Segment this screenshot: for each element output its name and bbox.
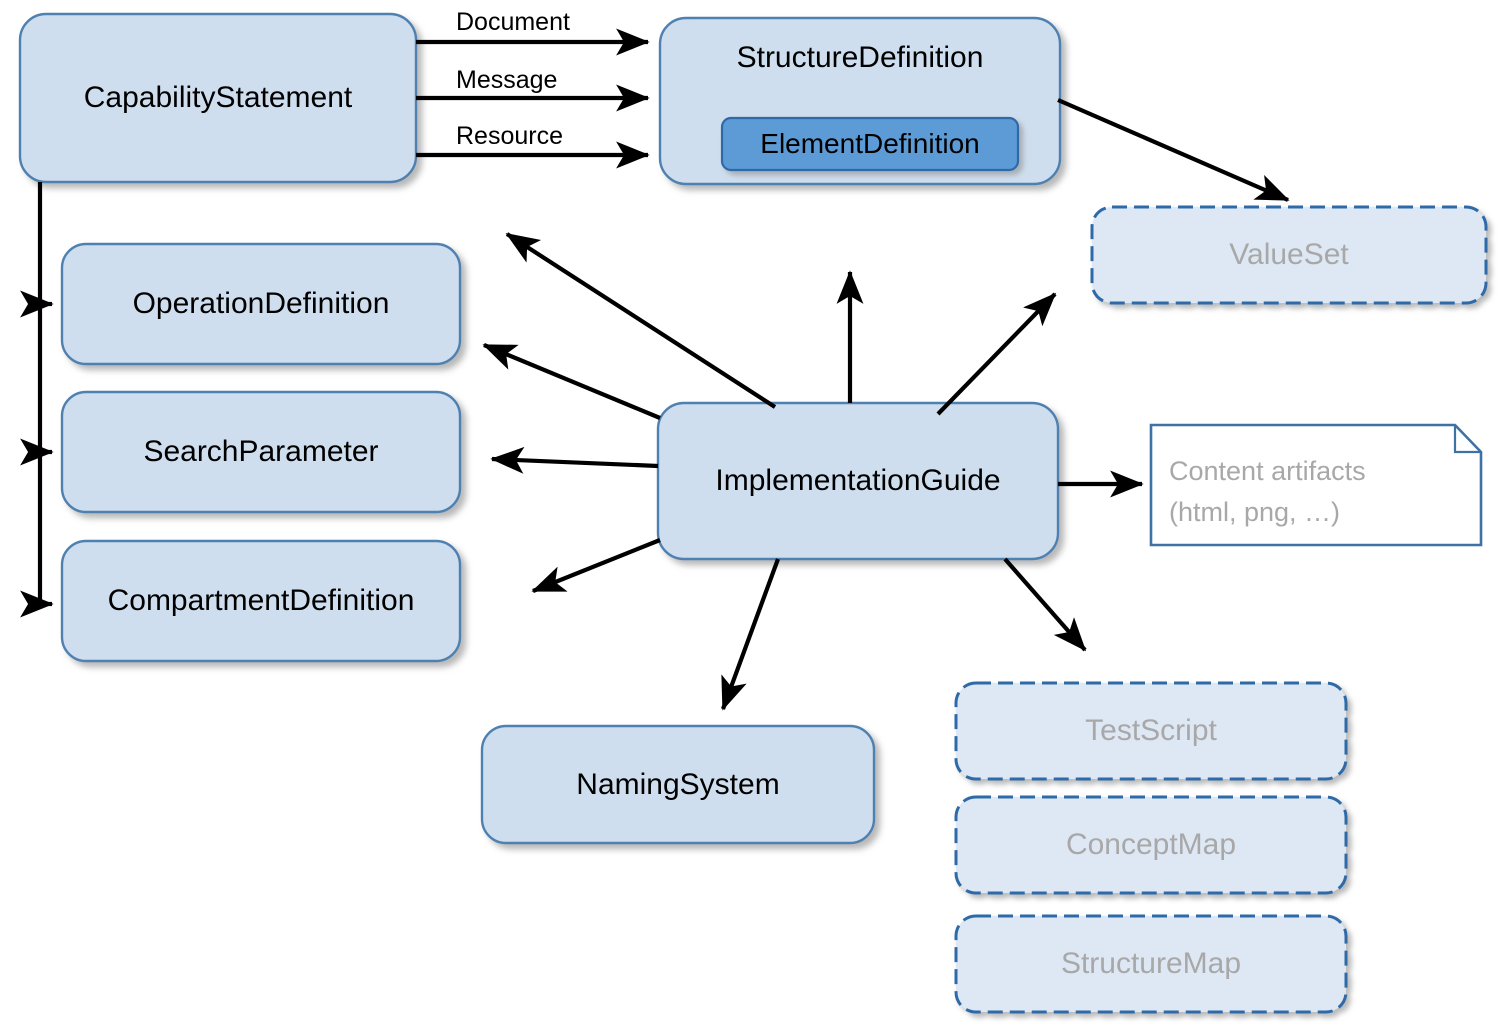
node-shape-naming-system[interactable] — [480, 724, 876, 845]
edge-guide-to-test-script — [1003, 557, 1087, 652]
node-shape-concept-map[interactable] — [954, 795, 1348, 895]
edge-guide-to-naming-system — [721, 558, 780, 711]
edge-guide-to-search-parameter — [490, 446, 659, 474]
connectors — [20, 28, 1290, 711]
node-shape-test-script[interactable] — [954, 681, 1348, 781]
edge-structure-to-value-set — [1057, 98, 1290, 202]
node-shape-structure-map[interactable] — [954, 914, 1348, 1014]
edge-guide-to-compartment-definition — [531, 538, 661, 593]
edge-label-text: Message — [456, 66, 558, 94]
edge-guide-to-search-parameter-upper — [482, 343, 661, 420]
edge-guide-to-operation-definition — [505, 232, 777, 409]
edge-label-message: Message — [456, 66, 557, 95]
edge-label-resource: Resource — [456, 122, 563, 151]
node-shape-value-set[interactable] — [1090, 205, 1488, 305]
node-shape-element-definition[interactable] — [720, 116, 1020, 172]
node-shape-content-artifacts-note[interactable] — [1149, 423, 1483, 547]
edge-label-document: Document — [456, 8, 570, 37]
node-shape-capability-statement[interactable] — [18, 12, 418, 184]
edge-label-text: Document — [456, 8, 570, 36]
node-shape-search-parameter[interactable] — [60, 390, 462, 514]
edge-guide-to-value-set — [936, 292, 1057, 416]
node-shapes — [18, 12, 1488, 1014]
note-fold-icon — [1453, 425, 1481, 454]
node-shape-compartment-definition[interactable] — [60, 539, 462, 663]
note-text: (html, png, …) — [1169, 497, 1341, 527]
node-shape-implementation-guide[interactable] — [656, 401, 1060, 561]
note-line-1: Content artifacts — [1169, 452, 1366, 490]
note-line-2: (html, png, …) — [1169, 493, 1340, 531]
node-shape-operation-definition[interactable] — [60, 242, 462, 366]
edge-label-text: Resource — [456, 122, 563, 150]
note-text: Content artifacts — [1169, 456, 1366, 486]
